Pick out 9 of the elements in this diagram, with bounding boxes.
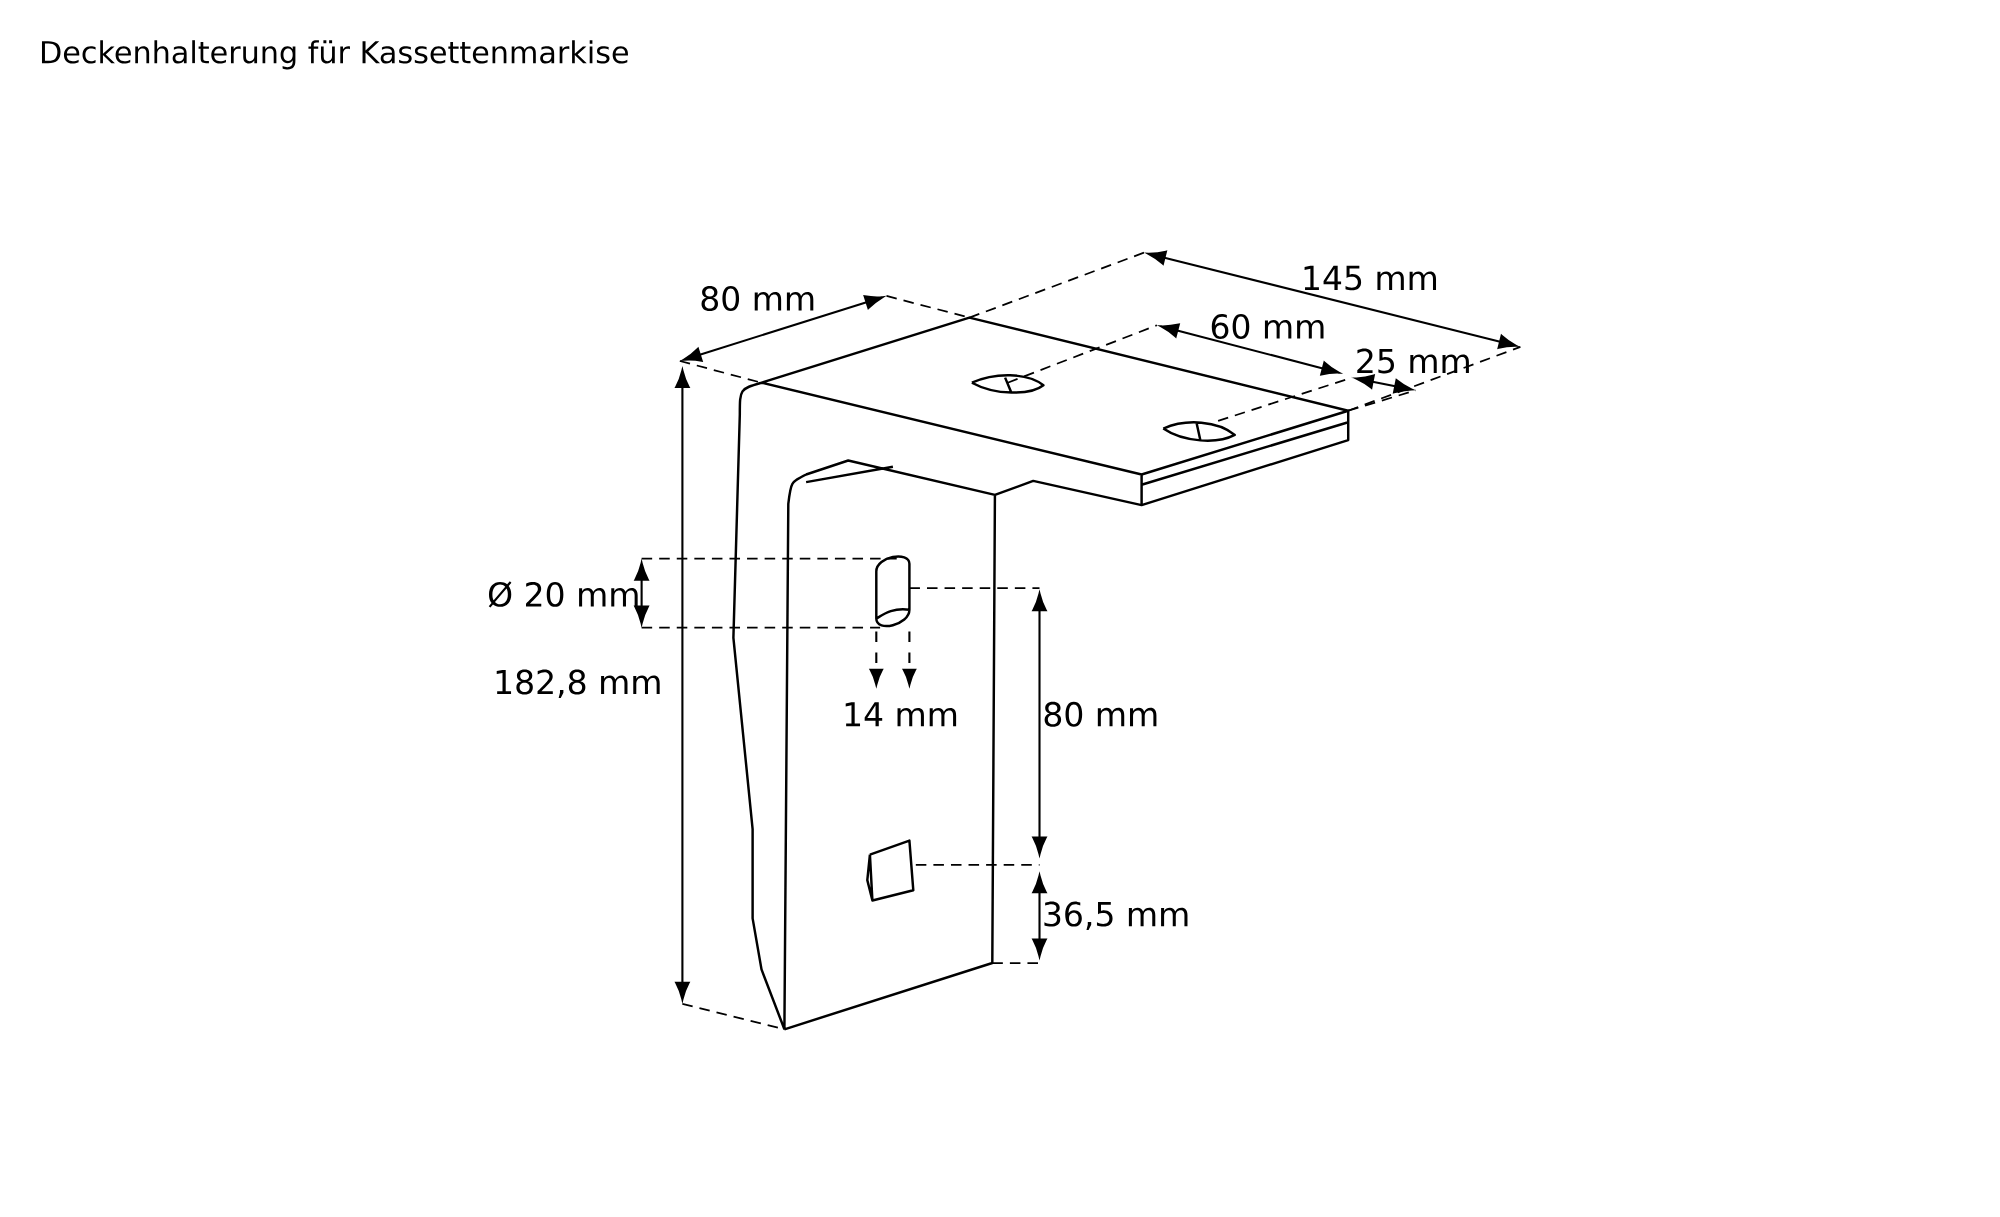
- dimension-label: 14 mm: [845, 702, 957, 727]
- dimension-label: 145 mm: [1304, 265, 1436, 291]
- dimension-label: 36,5 mm: [1044, 901, 1188, 931]
- dimension-label: 80 mm: [1044, 701, 1157, 727]
- dimension-label: 80 mm: [701, 286, 814, 312]
- dimension-label: 25 mm: [1357, 348, 1469, 374]
- title: Deckenhalterung für Kassettenmarkise: [42, 40, 628, 70]
- dimension-label: Ø 20 mm: [488, 581, 638, 608]
- dimension-label: 182,8 mm: [496, 669, 660, 698]
